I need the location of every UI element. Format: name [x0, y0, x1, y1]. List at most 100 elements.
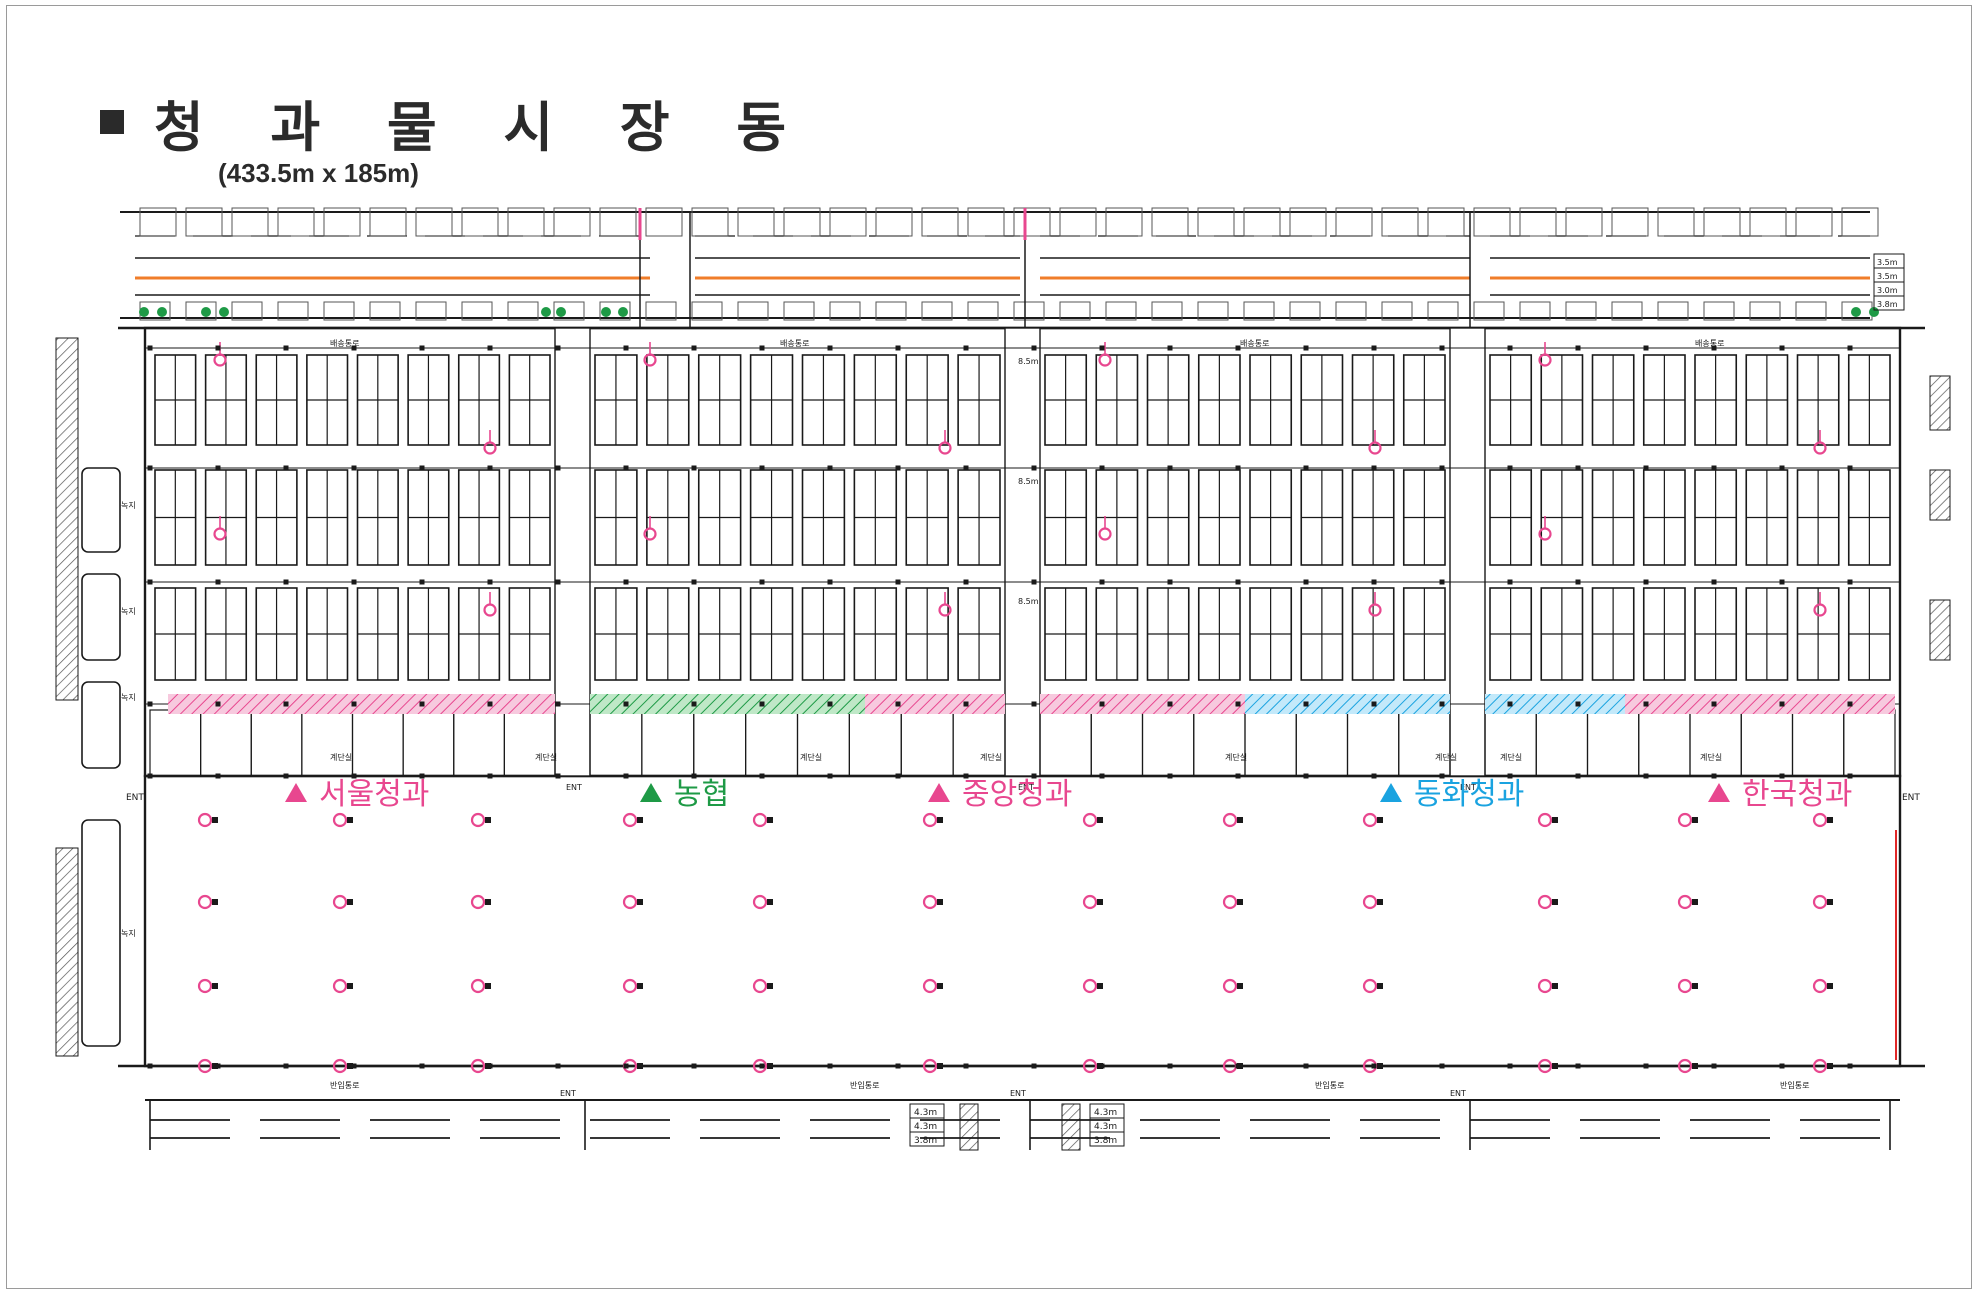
structure-node: [1099, 701, 1105, 707]
column-marker: [1368, 603, 1382, 617]
structure-node: [1575, 1063, 1581, 1069]
structure-node: [623, 701, 629, 707]
bicycle-rack: [1611, 301, 1643, 321]
tree-icon: [601, 307, 611, 317]
column-dot: [767, 899, 773, 905]
bicycle-rack: [1427, 301, 1459, 321]
structure-node: [963, 579, 969, 585]
parking-block: [1013, 207, 1051, 237]
column-marker: [1222, 812, 1238, 828]
structure-node: [827, 773, 833, 779]
column-marker: [332, 1058, 348, 1074]
vendor-name: 농협: [674, 777, 730, 812]
road-width-label: 3.0m: [1877, 286, 1898, 295]
green-strip: [81, 573, 121, 661]
bicycle-rack: [1197, 301, 1229, 321]
parking-block: [875, 207, 913, 237]
column-marker: [752, 894, 768, 910]
structure-node: [1779, 579, 1785, 585]
green-area-label: 녹지: [121, 607, 136, 616]
column-dot: [637, 1063, 643, 1069]
column-marker: [1362, 894, 1378, 910]
column-dot: [212, 899, 218, 905]
structure-node: [1099, 773, 1105, 779]
structure-node: [759, 579, 765, 585]
structure-node: [1847, 345, 1853, 351]
column-marker: [332, 812, 348, 828]
bicycle-rack: [1795, 301, 1827, 321]
tree-icon: [139, 307, 149, 317]
bicycle-rack: [921, 301, 953, 321]
hatched-ramp: [1929, 599, 1951, 661]
ent-label: ENT: [1010, 1089, 1026, 1098]
span-label: 8.5m: [1018, 597, 1039, 606]
office-cell: [1689, 709, 1742, 777]
road-width-box: [1873, 295, 1905, 311]
vendor-zone-band: [1040, 694, 1245, 714]
structure-node: [1711, 345, 1717, 351]
column-dot: [1552, 1063, 1558, 1069]
structure-node: [1507, 579, 1513, 585]
column-dot: [347, 899, 353, 905]
office-cell: [351, 709, 404, 777]
parking-block: [1427, 207, 1465, 237]
structure-node: [1711, 701, 1717, 707]
column-marker: [1677, 1058, 1693, 1074]
column-marker: [922, 978, 938, 994]
structure-node: [419, 579, 425, 585]
page-title: 청 과 물 시 장 동: [154, 95, 811, 159]
column-dot: [1237, 983, 1243, 989]
office-cell: [1791, 709, 1845, 777]
structure-node: [147, 773, 153, 779]
structure-node: [147, 701, 153, 707]
road-bottom-label: 반입통로: [330, 1081, 359, 1090]
column-dot: [1097, 817, 1103, 823]
structure-node: [827, 345, 833, 351]
parking-block: [507, 207, 545, 237]
structure-node: [1643, 345, 1649, 351]
structure-node: [1779, 345, 1785, 351]
column-dot: [1377, 817, 1383, 823]
column-marker: [752, 812, 768, 828]
structure-node: [1235, 465, 1241, 471]
hatched-ramp: [55, 847, 79, 1057]
structure-node: [1643, 1063, 1649, 1069]
parking-block: [1381, 207, 1419, 237]
structure-node: [487, 773, 493, 779]
office-label: 계단실: [1225, 752, 1247, 762]
structure-node: [1439, 465, 1445, 471]
structure-node: [895, 773, 901, 779]
office-cell: [1535, 709, 1589, 777]
title-square-icon: [100, 110, 124, 134]
bicycle-rack: [1565, 301, 1597, 321]
structure-node: [1099, 345, 1105, 351]
road-width-label: 3.5m: [1877, 272, 1898, 281]
parking-block: [1841, 207, 1879, 237]
parking-block: [461, 207, 499, 237]
structure-node: [147, 579, 153, 585]
column-dot: [1827, 1063, 1833, 1069]
column-marker: [1222, 894, 1238, 910]
structure-node: [895, 579, 901, 585]
column-marker: [622, 812, 638, 828]
structure-node: [1643, 773, 1649, 779]
column-marker: [213, 353, 227, 367]
structure-node: [1371, 701, 1377, 707]
aisle: [554, 327, 591, 777]
column-dot: [1552, 899, 1558, 905]
structure-node: [1235, 701, 1241, 707]
hatched-ramp: [1929, 469, 1951, 521]
bicycle-rack: [691, 301, 723, 321]
parking-block: [369, 207, 407, 237]
structure-node: [555, 701, 561, 707]
column-marker: [332, 978, 348, 994]
structure-node: [1847, 773, 1853, 779]
tree-icon: [157, 307, 167, 317]
structure-node: [1099, 465, 1105, 471]
column-dot: [212, 1063, 218, 1069]
structure-node: [759, 1063, 765, 1069]
office-cell: [301, 709, 354, 777]
office-label: 계단실: [1500, 752, 1522, 762]
structure-node: [1303, 1063, 1309, 1069]
column-dot: [485, 817, 491, 823]
